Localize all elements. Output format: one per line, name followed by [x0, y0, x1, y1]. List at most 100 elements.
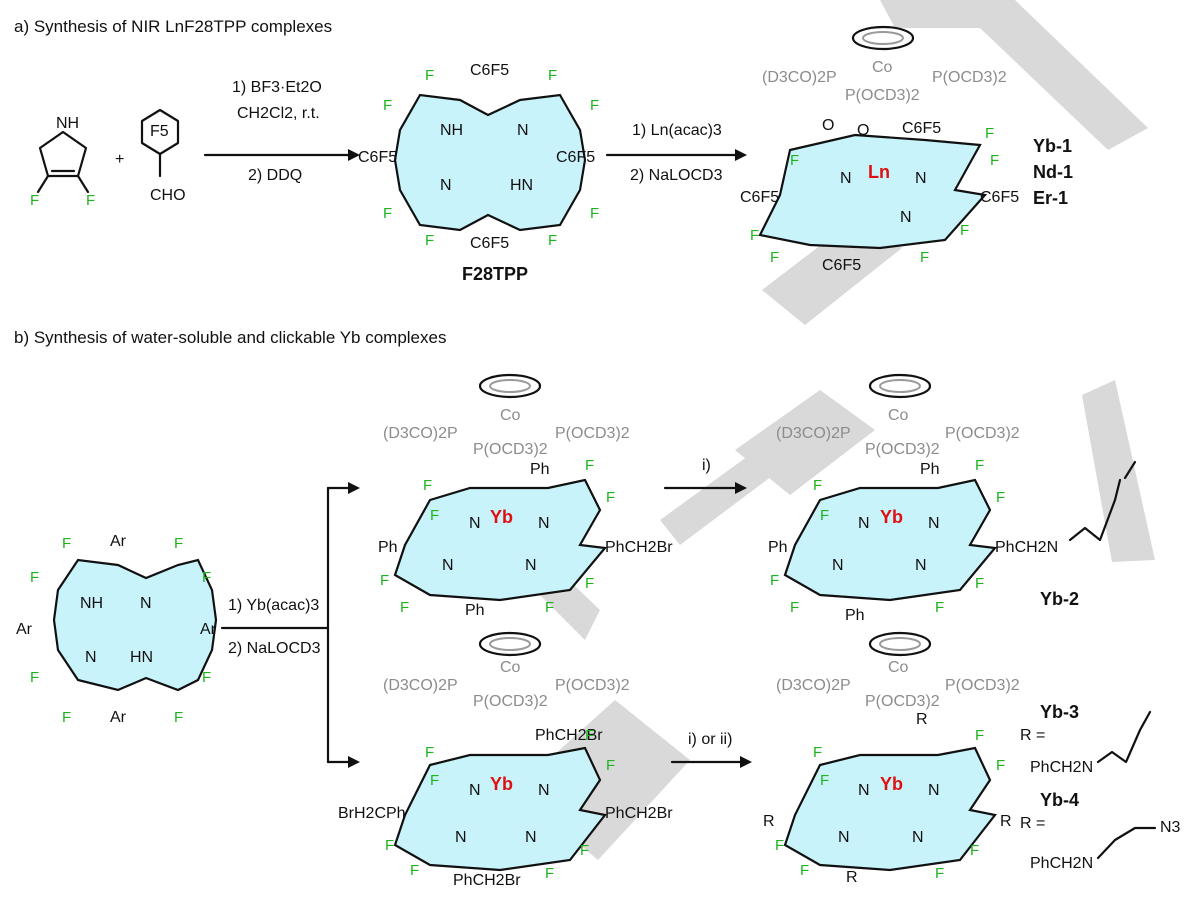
- phosphite-label: (D3CO)2P: [776, 425, 851, 442]
- ar-label: Ar: [110, 533, 127, 550]
- ammonium-label: PhCH2N: [1030, 759, 1093, 776]
- fluorine-label: F: [202, 569, 211, 586]
- n-label: N: [840, 170, 852, 187]
- ch2br-label: BrH2CPh: [338, 805, 406, 822]
- co-label: Co: [888, 659, 909, 676]
- n-label: N: [912, 829, 924, 846]
- fluorine-label: F: [383, 205, 392, 222]
- fluorine-label: F: [996, 489, 1005, 506]
- fluorine-label: F: [430, 507, 439, 524]
- n-label: N: [85, 649, 97, 666]
- fluorine-label: F: [585, 575, 594, 592]
- yb3-yb4-complex: Co (D3CO)2P P(OCD3)2 P(OCD3)2 Yb N N N N…: [763, 631, 1020, 886]
- fluorine-label: F: [30, 569, 39, 586]
- condition-text: 1) Ln(acac)3: [632, 122, 722, 139]
- metal-label: Ln: [868, 162, 890, 182]
- arrow-step-a2: 1) Ln(acac)3 2) NaLOCD3: [605, 122, 747, 184]
- hn-label: HN: [510, 177, 533, 194]
- ch2br-label: PhCH2Br: [605, 539, 673, 556]
- ammonium-label: PhCH2N: [995, 539, 1058, 556]
- fluorine-label: F: [174, 535, 183, 552]
- fluorine-label: F: [790, 599, 799, 616]
- fluorine-label: F: [590, 97, 599, 114]
- fluorine-label: F: [383, 97, 392, 114]
- hn-label: HN: [130, 649, 153, 666]
- phosphite-label: (D3CO)2P: [383, 425, 458, 442]
- fluorine-label: F: [813, 477, 822, 494]
- product-name: Nd-1: [1033, 162, 1073, 182]
- ph-label: Ph: [845, 607, 865, 624]
- fluorine-label: F: [820, 772, 829, 789]
- n-label: N: [455, 829, 467, 846]
- pentafluorobenzaldehyde: F5 CHO: [140, 108, 186, 204]
- fluorine-label: F: [425, 232, 434, 249]
- fluorine-label: F: [975, 575, 984, 592]
- phosphite-label: (D3CO)2P: [762, 69, 837, 86]
- ph-label: Ph: [378, 539, 398, 556]
- fluorine-label: F: [545, 599, 554, 616]
- metal-label: Yb: [490, 507, 513, 527]
- condition-text: i): [702, 457, 711, 474]
- n-label: N: [525, 557, 537, 574]
- fluorine-label: F: [990, 152, 999, 169]
- fluorine-label: F: [174, 709, 183, 726]
- ar-label: Ar: [200, 621, 217, 638]
- fluorine-label: F: [545, 865, 554, 882]
- fluorine-label: F: [62, 709, 71, 726]
- fluorine-label: F: [580, 842, 589, 859]
- n-label: N: [900, 209, 912, 226]
- fluorine-label: F: [935, 865, 944, 882]
- condition-text: 2) DDQ: [248, 167, 302, 184]
- arrow-step-bottom: i) or ii): [670, 731, 752, 768]
- r-label: R: [846, 869, 858, 886]
- metal-label: Yb: [880, 774, 903, 794]
- phosphite-label: P(OCD3)2: [555, 677, 630, 694]
- fluorine-label: F: [410, 862, 419, 879]
- fluorine-label: F: [548, 232, 557, 249]
- fluorine-label: F: [86, 192, 95, 209]
- cho-label: CHO: [150, 187, 186, 204]
- condition-text: 1) Yb(acac)3: [228, 597, 319, 614]
- yb-complex-bottom-middle: Co (D3CO)2P P(OCD3)2 P(OCD3)2 Yb N N N N…: [338, 631, 673, 889]
- ammonium-label: PhCH2N: [1030, 855, 1093, 872]
- co-label: Co: [872, 59, 893, 76]
- c6f5-label: C6F5: [470, 62, 509, 79]
- n-label: N: [858, 515, 870, 532]
- c6f5-label: C6F5: [822, 257, 861, 274]
- fluorine-label: F: [800, 862, 809, 879]
- fluorine-label: F: [548, 67, 557, 84]
- yb2-complex: Co (D3CO)2P P(OCD3)2 P(OCD3)2 Yb N N N N…: [768, 373, 1137, 624]
- c6f5-label: C6F5: [470, 235, 509, 252]
- compound-name: F28TPP: [462, 264, 528, 284]
- fluorine-label: F: [30, 192, 39, 209]
- fluorine-label: F: [996, 757, 1005, 774]
- phosphite-label: (D3CO)2P: [383, 677, 458, 694]
- ch2br-label: PhCH2Br: [535, 727, 603, 744]
- f28tpp-porphyrin: NH N N HN C6F5 C6F5 C6F5 C6F5 F F F F F …: [358, 62, 599, 284]
- pyrrole-nh-label: NH: [56, 115, 79, 132]
- n-label: N: [442, 557, 454, 574]
- fluorine-label: F: [775, 837, 784, 854]
- fluorine-label: F: [813, 744, 822, 761]
- fluorine-label: F: [606, 489, 615, 506]
- fluorine-label: F: [606, 757, 615, 774]
- n-label: N: [915, 170, 927, 187]
- fluorine-label: F: [202, 669, 211, 686]
- co-label: Co: [888, 407, 909, 424]
- c6f5-label: C6F5: [358, 149, 397, 166]
- oxygen-label: O: [822, 117, 834, 134]
- phosphite-label: P(OCD3)2: [473, 693, 548, 710]
- fluorine-label: F: [425, 744, 434, 761]
- fluorine-label: F: [975, 457, 984, 474]
- nh-label: NH: [80, 595, 103, 612]
- fluorine-label: F: [62, 535, 71, 552]
- ph-label: Ph: [465, 602, 485, 619]
- product-name: Yb-2: [1040, 589, 1079, 609]
- ch2br-label: PhCH2Br: [453, 872, 521, 889]
- condition-text: 2) NaLOCD3: [228, 640, 321, 657]
- n-label: N: [140, 595, 152, 612]
- r-group-definitions: Yb-3 R = PhCH2N Yb-4 R = PhCH2N N3: [1020, 702, 1181, 872]
- phosphite-label: P(OCD3)2: [473, 441, 548, 458]
- fluorine-label: F: [820, 507, 829, 524]
